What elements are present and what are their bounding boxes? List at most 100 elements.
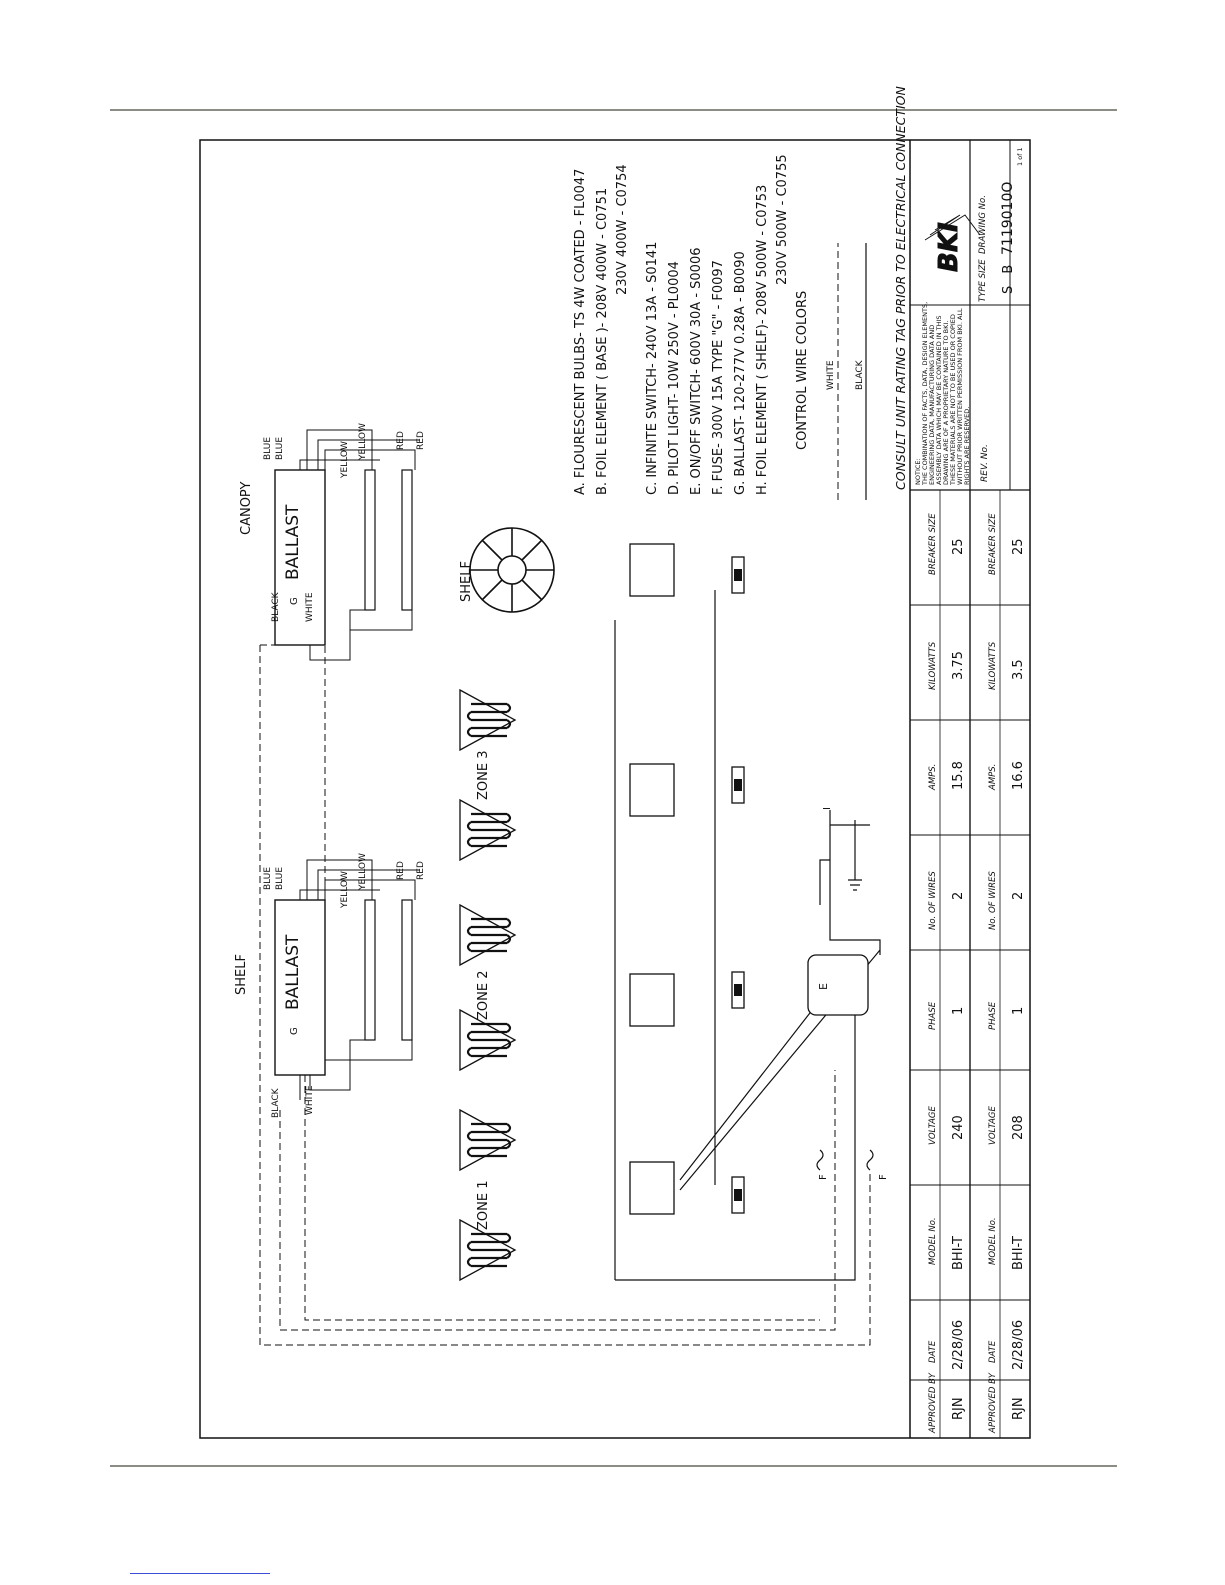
svg-text:THESE MATERIALS ARE NOT TO BE: THESE MATERIALS ARE NOT TO BE USED OR CO…: [949, 314, 957, 486]
wire-black-1: BLACK: [271, 1087, 281, 1118]
zone-1-label: ZONE 1: [476, 1181, 491, 1230]
parts-legend: A. FLOURESCENT BULBS- TS 4W COATED - FL0…: [573, 154, 790, 495]
svg-text:RIGHTS ARE RESERVED.: RIGHTS ARE RESERVED.: [963, 407, 971, 485]
svg-text:25: 25: [1011, 538, 1026, 555]
svg-text:KILOWATTS: KILOWATTS: [928, 641, 938, 690]
shelf-light-label: SHELF: [234, 954, 249, 995]
legend-line-9: H. FOIL ELEMENT ( SHELF)- 208V 500W - C0…: [755, 185, 770, 495]
canopy-label: CANOPY: [239, 482, 254, 535]
svg-text:2/28/06: 2/28/06: [1011, 1320, 1026, 1370]
switch-e-label: E: [817, 983, 830, 990]
fuse-f-label-1: F: [818, 1174, 829, 1180]
svg-text:VOLTAGE: VOLTAGE: [988, 1106, 998, 1145]
shelf-element-h: [469, 527, 555, 613]
svg-text:AMPS.: AMPS.: [928, 764, 938, 791]
svg-text:NOTICE:: NOTICE:: [914, 458, 922, 485]
legend-line-5: D. PILOT LIGHT- 10W 250V - PL0004: [667, 261, 682, 495]
on-off-switch: [807, 954, 869, 1016]
svg-text:16.6: 16.6: [1011, 761, 1026, 790]
shelf-light-assembly: [274, 859, 420, 1100]
svg-text:WITHOUT PRIOR WRITTEN PERMISSI: WITHOUT PRIOR WRITTEN PERMISSION FROM BK…: [956, 308, 964, 485]
legend-line-2: B. FOIL ELEMENT ( BASE )- 208V 400W - C0…: [595, 188, 610, 495]
bki-logo: BKI: [924, 214, 981, 273]
svg-text:25: 25: [951, 538, 966, 555]
wire-red-1: RED: [396, 861, 406, 880]
wire-blue-3: BLUE: [263, 437, 273, 460]
control-wire-title: CONTROL WIRE COLORS: [795, 291, 810, 450]
svg-text:APPROVED BY: APPROVED BY: [928, 1372, 938, 1434]
ballast-ground-label-2: G: [289, 597, 300, 605]
fuses: [816, 1149, 874, 1171]
svg-text:DATE: DATE: [928, 1340, 938, 1363]
svg-text:BREAKER SIZE: BREAKER SIZE: [928, 513, 938, 575]
svg-text:1: 1: [951, 1007, 966, 1015]
wire-red-3: RED: [396, 431, 406, 450]
svg-text:APPROVED BY: APPROVED BY: [988, 1372, 998, 1434]
svg-text:7119010O: 7119010O: [1000, 182, 1016, 255]
svg-text:TYPE SIZE: TYPE SIZE: [978, 259, 988, 302]
svg-text:RJN: RJN: [1011, 1397, 1026, 1420]
ballast-canopy-label: BALLAST: [283, 504, 303, 580]
svg-text:208: 208: [1011, 1115, 1026, 1140]
svg-text:BREAKER SIZE: BREAKER SIZE: [988, 513, 998, 575]
switches: [629, 543, 675, 1215]
svg-text:S B: S B: [1001, 261, 1016, 294]
wire-red-2: RED: [416, 861, 426, 880]
drawing-border: [199, 139, 1031, 1439]
wire-blue-2: BLUE: [275, 867, 285, 890]
shelf-heater-label: SHELF: [459, 561, 474, 602]
svg-text:BKI: BKI: [934, 222, 964, 272]
svg-text:KILOWATTS: KILOWATTS: [988, 641, 998, 690]
legend-line-1: A. FLOURESCENT BULBS- TS 4W COATED - FL0…: [573, 169, 588, 495]
svg-text:ASSEMBLY DATA WHICH MAY BE CON: ASSEMBLY DATA WHICH MAY BE CONTAINED IN …: [935, 315, 943, 485]
wire-yellow-4: YELLOW: [358, 423, 368, 461]
legend-line-3: 230V 400W - C0754: [615, 164, 630, 295]
svg-text:PHASE: PHASE: [928, 1001, 938, 1030]
svg-text:3.75: 3.75: [951, 651, 966, 680]
svg-text:DRAWING ARE OF A PROPRIETARY N: DRAWING ARE OF A PROPRIETARY NATURE TO B…: [942, 321, 950, 485]
svg-text:2/28/06: 2/28/06: [951, 1320, 966, 1370]
svg-text:2: 2: [1011, 892, 1026, 900]
svg-text:ENGINEERING DATA, MANUFACTURIN: ENGINEERING DATA, MANUFACTURING DATA AND: [928, 325, 936, 485]
svg-text:AMPS.: AMPS.: [988, 764, 998, 791]
wire-white-1: WHITE: [305, 1085, 315, 1115]
legend-line-6: E. ON/OFF SWITCH- 600V 30A - S0006: [689, 248, 704, 496]
svg-text:3.5: 3.5: [1011, 659, 1026, 680]
wire-yellow-1: YELLOW: [340, 871, 350, 909]
zone-3-label: ZONE 3: [476, 751, 491, 800]
wire-blue-4: BLUE: [275, 437, 285, 460]
power-wiring: [614, 590, 881, 1281]
svg-text:1 of 1: 1 of 1: [1016, 147, 1024, 166]
legend-line-4: C. INFINITE SWITCH- 240V 13A - S0141: [645, 242, 660, 495]
ground-i-label: I: [822, 807, 833, 810]
svg-text:THE COMBINATION OF FACTS, DATA: THE COMBINATION OF FACTS, DATA, DESIGN E…: [921, 302, 929, 486]
drawing-id-block: TYPE SIZE DRAWING No. S B 7119010O 1 of …: [978, 147, 1024, 302]
wire-white-2: WHITE: [305, 592, 315, 622]
rotated-labels: ZONE 1 ZONE 2 ZONE 3 SHELF SHELF CANOPY …: [234, 423, 889, 1230]
svg-text:15.8: 15.8: [951, 761, 966, 790]
proprietary-notice: NOTICE: THE COMBINATION OF FACTS, DATA, …: [914, 302, 971, 486]
rev-label: REV. No.: [980, 444, 990, 482]
ballast-ground-label: G: [289, 1027, 300, 1035]
legend-line-8: G. BALLAST- 120-277V 0.28A - B0090: [733, 251, 748, 495]
svg-text:BHI-T: BHI-T: [1011, 1236, 1026, 1270]
svg-text:2: 2: [951, 892, 966, 900]
legend-line-7: F. FUSE- 300V 15A TYPE "G" - F0097: [711, 260, 726, 495]
svg-text:BHI-T: BHI-T: [951, 1236, 966, 1270]
ground-symbol: [830, 820, 870, 891]
svg-text:No. OF WIRES: No. OF WIRES: [988, 871, 998, 930]
top-rule: [110, 109, 1117, 111]
svg-text:PHASE: PHASE: [988, 1001, 998, 1030]
svg-text:RJN: RJN: [951, 1397, 966, 1420]
zone-2-label: ZONE 2: [476, 971, 491, 1020]
svg-text:DATE: DATE: [988, 1340, 998, 1363]
consult-notice: CONSULT UNIT RATING TAG PRIOR TO ELECTRI…: [893, 85, 908, 490]
svg-text:VOLTAGE: VOLTAGE: [928, 1106, 938, 1145]
footer-link-underline[interactable]: [130, 1573, 270, 1574]
ballast-shelf-label: BALLAST: [283, 934, 303, 1010]
svg-text:MODEL No.: MODEL No.: [988, 1217, 998, 1265]
control-wire-black: BLACK: [855, 359, 865, 390]
fuse-f-label-2: F: [878, 1174, 889, 1180]
svg-text:No. OF WIRES: No. OF WIRES: [928, 871, 938, 930]
